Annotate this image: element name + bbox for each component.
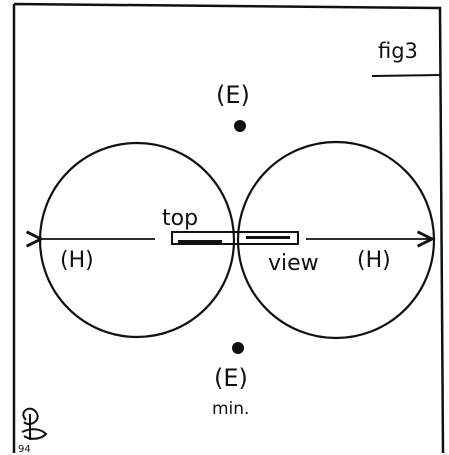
e-top-dot	[234, 120, 246, 132]
signature-year: 94	[18, 444, 31, 455]
view-word: view	[268, 251, 319, 276]
e-bottom-dot	[232, 342, 244, 354]
antenna-element	[171, 231, 299, 245]
frame-border	[12, 2, 445, 454]
e-bottom-note: min.	[212, 399, 249, 419]
h-left-label: (H)	[60, 248, 94, 273]
e-top-label: (E)	[216, 81, 250, 109]
h-right-label: (H)	[357, 248, 391, 273]
right-lobe-circle	[236, 140, 436, 340]
figure-label-underline	[371, 74, 441, 77]
signature-mark: 94	[18, 407, 48, 455]
e-bottom-label: (E)	[214, 364, 248, 392]
top-word: top	[162, 206, 198, 231]
figure-label: fig3	[378, 39, 418, 63]
